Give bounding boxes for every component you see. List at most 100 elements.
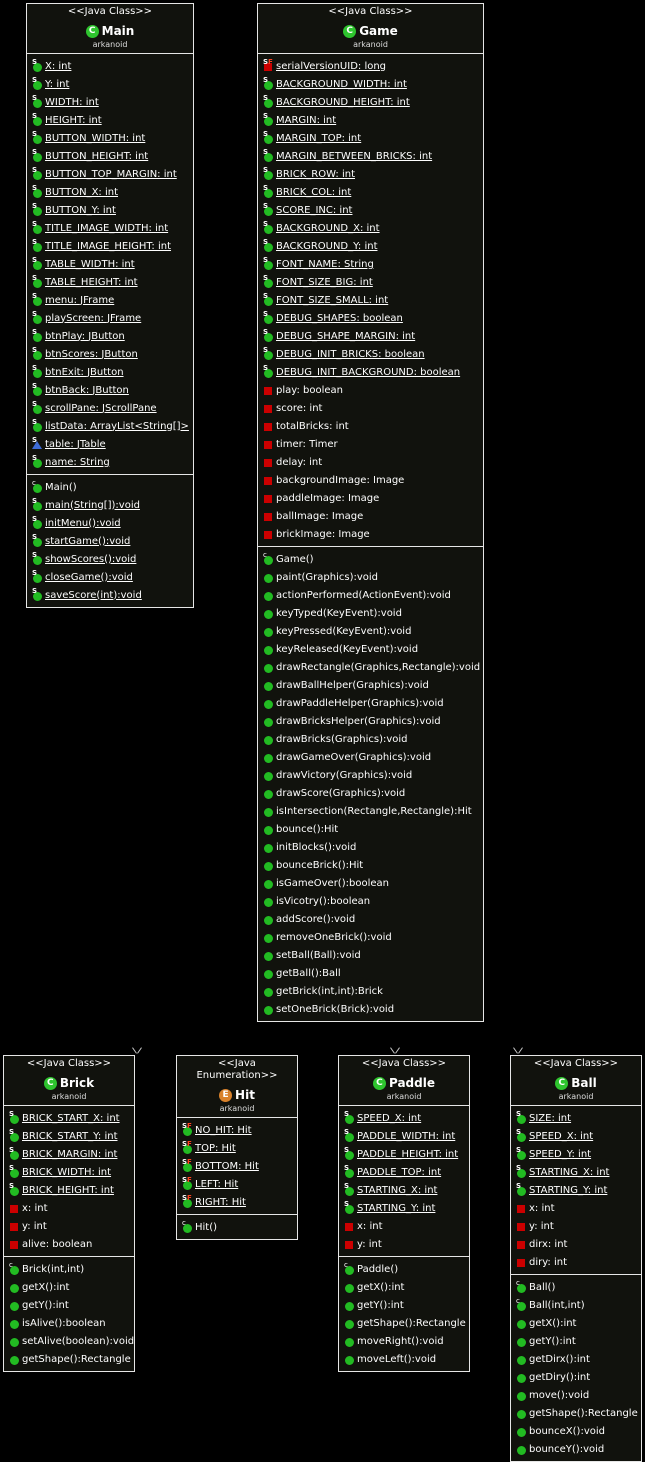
method-row[interactable]: isIntersection(Rectangle,Rectangle):Hit — [258, 802, 483, 820]
attribute-row[interactable]: diry: int — [511, 1253, 641, 1271]
method-row[interactable]: getBrick(int,int):Brick — [258, 982, 483, 1000]
method-row[interactable]: drawGameOver(Graphics):void — [258, 748, 483, 766]
attribute-row[interactable]: paddleImage: Image — [258, 489, 483, 507]
method-row[interactable]: isGameOver():boolean — [258, 874, 483, 892]
attribute-row[interactable]: x: int — [339, 1217, 469, 1235]
method-row[interactable]: keyPressed(KeyEvent):void — [258, 622, 483, 640]
method-row[interactable]: move():void — [511, 1386, 641, 1404]
method-row[interactable]: getShape():Rectangle — [511, 1404, 641, 1422]
method-row[interactable]: getX():int — [4, 1278, 134, 1296]
attribute-row[interactable]: ballImage: Image — [258, 507, 483, 525]
method-row[interactable]: getX():int — [511, 1314, 641, 1332]
method-row[interactable]: setOneBrick(Brick):void — [258, 1000, 483, 1018]
method-row[interactable]: moveLeft():void — [339, 1350, 469, 1368]
method-row[interactable]: getX():int — [339, 1278, 469, 1296]
method-row[interactable]: drawVictory(Graphics):void — [258, 766, 483, 784]
method-row[interactable]: getY():int — [339, 1296, 469, 1314]
attribute-row[interactable]: backgroundImage: Image — [258, 471, 483, 489]
method-row[interactable]: drawRectangle(Graphics,Rectangle):void — [258, 658, 483, 676]
attribute-row[interactable]: totalBricks: int — [258, 417, 483, 435]
attribute-row[interactable]: dirx: int — [511, 1235, 641, 1253]
method-row[interactable]: bounceX():void — [511, 1422, 641, 1440]
method-row[interactable]: getY():int — [4, 1296, 134, 1314]
attribute-row[interactable]: y: int — [4, 1217, 134, 1235]
method-row[interactable]: setBall(Ball):void — [258, 946, 483, 964]
method-row[interactable]: getY():int — [511, 1332, 641, 1350]
method-row[interactable]: drawPaddleHelper(Graphics):void — [258, 694, 483, 712]
attribute-row[interactable]: x: int — [511, 1199, 641, 1217]
method-row[interactable]: setAlive(boolean):void — [4, 1332, 134, 1350]
method-row[interactable]: drawBricks(Graphics):void — [258, 730, 483, 748]
method-row[interactable]: bounce():Hit — [258, 820, 483, 838]
method-row[interactable]: paint(Graphics):void — [258, 568, 483, 586]
method-row[interactable]: getShape():Rectangle — [339, 1314, 469, 1332]
method-row[interactable]: getDirx():int — [511, 1350, 641, 1368]
attribute-row[interactable]: delay: int — [258, 453, 483, 471]
method-row[interactable]: drawBallHelper(Graphics):void — [258, 676, 483, 694]
attribute-row[interactable]: x: int — [4, 1199, 134, 1217]
attribute-row[interactable]: brickImage: Image — [258, 525, 483, 543]
attribute-row[interactable]: score: int — [258, 399, 483, 417]
attribute-row[interactable]: y: int — [511, 1217, 641, 1235]
method-row[interactable]: getBall():Ball — [258, 964, 483, 982]
attribute-row[interactable]: play: boolean — [258, 381, 483, 399]
